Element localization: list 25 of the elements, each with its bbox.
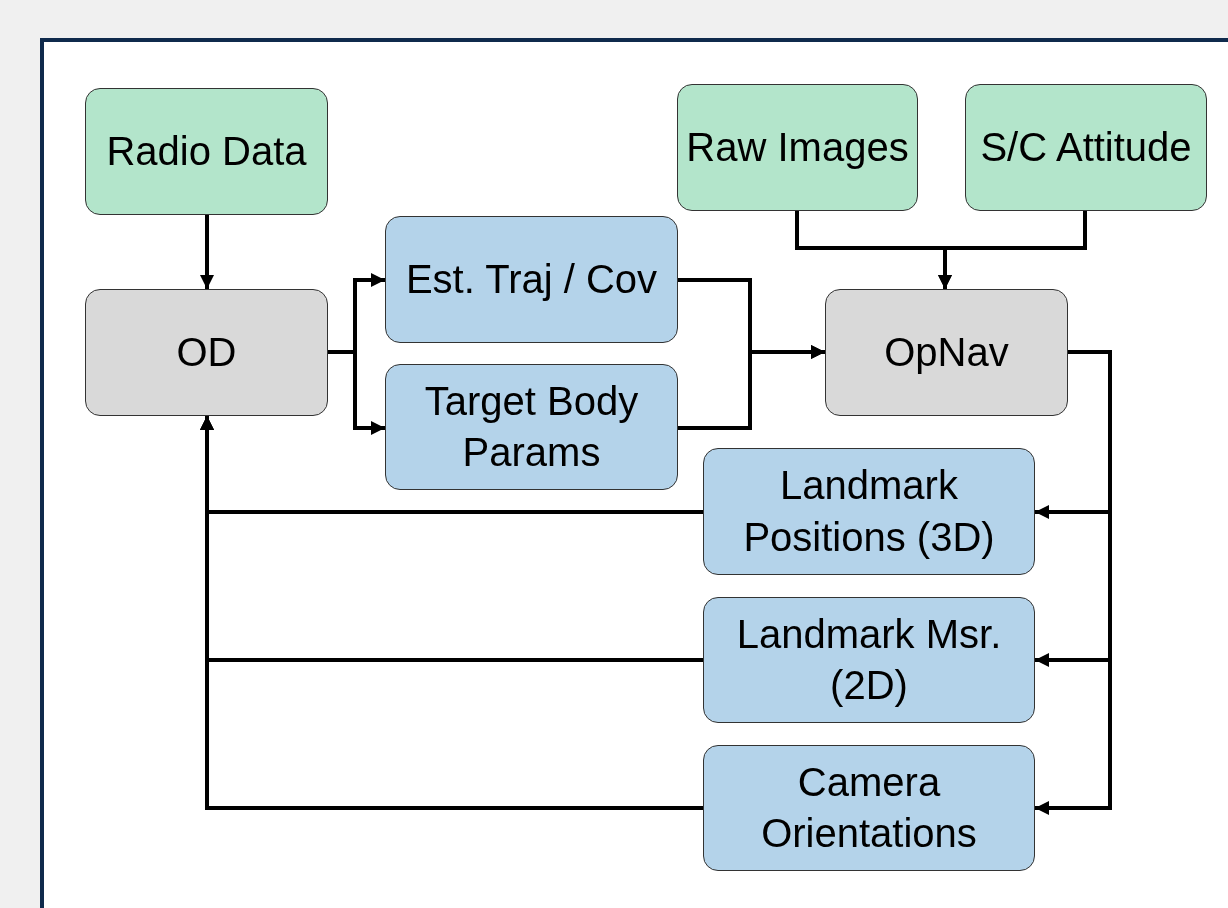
box-label: Raw Images bbox=[686, 123, 909, 171]
box-label: OD bbox=[176, 328, 237, 376]
process-box bbox=[85, 289, 328, 416]
box-label: OpNav bbox=[884, 328, 1009, 376]
input-box bbox=[965, 84, 1207, 211]
process-box bbox=[825, 289, 1068, 416]
arrow bbox=[678, 344, 825, 430]
box-label: Camera Orientations bbox=[760, 758, 978, 857]
arrow bbox=[937, 211, 1087, 289]
input-box bbox=[677, 84, 918, 211]
data-box bbox=[703, 597, 1035, 723]
input-box bbox=[85, 88, 328, 215]
box-label: Landmark Msr. (2D) bbox=[735, 610, 1003, 709]
box-label: S/C Attitude bbox=[980, 123, 1192, 171]
data-box bbox=[385, 216, 678, 343]
data-box bbox=[703, 448, 1035, 575]
arrow bbox=[328, 350, 385, 436]
box-label: Radio Data bbox=[106, 127, 307, 175]
arrow bbox=[199, 215, 215, 289]
box-label: Landmark Positions (3D) bbox=[742, 462, 996, 561]
box-label: Target Body Params bbox=[423, 377, 640, 476]
data-box bbox=[385, 364, 678, 490]
box-label: Est. Traj / Cov bbox=[405, 255, 658, 303]
arrow bbox=[1035, 350, 1112, 816]
data-box bbox=[703, 745, 1035, 871]
